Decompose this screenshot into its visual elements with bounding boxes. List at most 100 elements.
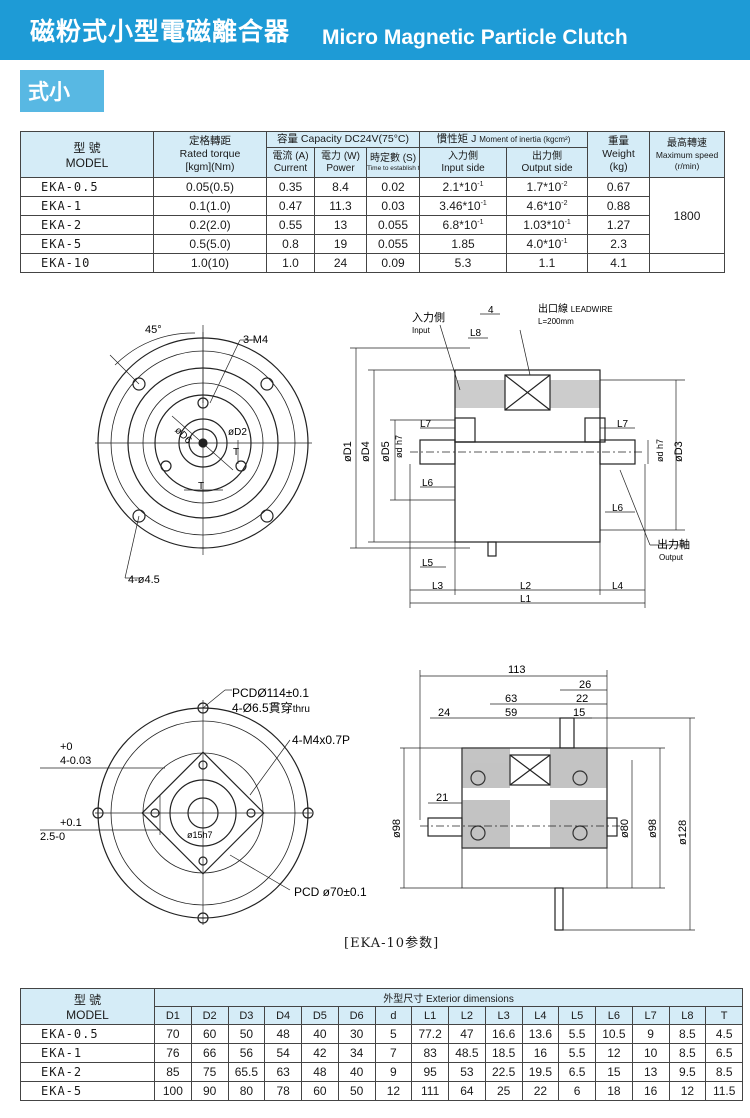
thru-label: 4-Ø6.5貫穿thru [232, 700, 310, 715]
dim-value-cell: 10.5 [595, 1024, 633, 1044]
dim-col-header: D6 [337, 1006, 376, 1025]
dim-col-header: L4 [521, 1006, 560, 1025]
dim-d128: ø128 [677, 820, 689, 845]
dim-value-cell: 8.5 [668, 1024, 707, 1044]
dim-model-cell: EKA-1 [20, 1043, 155, 1063]
input-inertia-cell: 2.1*10-1 [419, 177, 508, 197]
dim-value-cell: 48 [301, 1062, 339, 1082]
dim-value-cell: 12 [668, 1081, 707, 1101]
dim-col-header: L6 [595, 1006, 633, 1025]
dim-value-cell: 30 [337, 1024, 376, 1044]
header-time: 時定數 (S)Time to establish torque [365, 147, 421, 178]
dim-value-cell: 11.5 [705, 1081, 744, 1101]
dim-value-cell: 9 [374, 1062, 413, 1082]
dim-value-cell: 80 [227, 1081, 266, 1101]
l5-label: L5 [422, 558, 434, 569]
time-cell: 0.055 [365, 215, 421, 235]
bore-label: ø15h7 [187, 830, 213, 840]
title-banner: 磁粉式小型電磁離合器 Micro Magnetic Particle Clutc… [0, 0, 750, 60]
power-cell: 24 [314, 253, 367, 273]
dim-col-header: D5 [301, 1006, 339, 1025]
dim-value-cell: 6.5 [558, 1062, 596, 1082]
dim-value-cell: 42 [301, 1043, 339, 1063]
l7-right-label: L7 [617, 419, 629, 430]
input-en-label: Input [412, 326, 431, 335]
header-capacity: 容量 Capacity DC24V(75°C) [265, 131, 421, 148]
output-inertia-cell: 1.03*10-1 [506, 215, 589, 235]
max-speed-cell: 1800 [649, 177, 726, 254]
torque-cell: 0.1(1.0) [153, 196, 267, 216]
leadwire-label: 出口線 LEADWIRE [538, 302, 613, 315]
max-speed-empty-cell [649, 253, 726, 273]
dim-value-cell: 76 [154, 1043, 192, 1063]
dim-col-header: L5 [558, 1006, 596, 1025]
header-power: 電力 (W)Power [314, 147, 367, 178]
dim-value-cell: 22 [521, 1081, 560, 1101]
front-view-drawing: 45° 3-M4 øD6 øD2 T T 4-ø4.5 [95, 302, 690, 608]
dim-value-cell: 15 [595, 1062, 633, 1082]
dim-value-cell: 65.5 [227, 1062, 266, 1082]
weight-cell: 0.67 [587, 177, 651, 197]
time-cell: 0.055 [365, 234, 421, 254]
dim-value-cell: 5.5 [558, 1043, 596, 1063]
dim-value-cell: 10 [631, 1043, 670, 1063]
input-inertia-cell: 3.46*10-1 [419, 196, 508, 216]
dim-col-header: D1 [154, 1006, 192, 1025]
dim-value-cell: 9.5 [668, 1062, 707, 1082]
dim-value-cell: 48.5 [448, 1043, 486, 1063]
m4-holes-label: 3-M4 [243, 334, 268, 346]
tol1-upper: +0 [60, 741, 73, 753]
dim-value-cell: 50 [227, 1024, 266, 1044]
dim-value-cell: 95 [411, 1062, 449, 1082]
input-cn-label: 入力側 [412, 311, 445, 324]
dim-value-cell: 48 [264, 1024, 302, 1044]
model-cell: EKA-2 [20, 215, 154, 235]
dim-value-cell: 40 [301, 1024, 339, 1044]
current-cell: 0.47 [266, 196, 315, 216]
dim-22: 22 [576, 693, 588, 705]
t-label-bottom: T [198, 481, 204, 492]
l8-label: L8 [470, 328, 482, 339]
dim-value-cell: 63 [264, 1062, 302, 1082]
dim-d98-left: ø98 [391, 819, 403, 838]
eka10-caption: [EKA-10参数] [344, 936, 440, 951]
power-cell: 19 [314, 234, 367, 254]
m4x07-label: 4-M4x0.7P [292, 733, 350, 747]
power-cell: 8.4 [314, 177, 367, 197]
tol2-upper: +0.1 [60, 817, 82, 829]
dim-value-cell: 100 [154, 1081, 192, 1101]
leadwire-length: L=200mm [538, 317, 574, 326]
input-inertia-cell: 5.3 [419, 253, 508, 273]
l2-label: L2 [520, 581, 532, 592]
pcd70-label: PCD ø70±0.1 [294, 885, 367, 899]
dh7-right-label: ød h7 [655, 439, 665, 462]
dim-value-cell: 16 [631, 1081, 670, 1101]
model-cell: EKA-0.5 [20, 177, 154, 197]
l1-label: L1 [520, 594, 532, 605]
current-cell: 0.35 [266, 177, 315, 197]
holes-45-label: 4-ø4.5 [128, 574, 160, 586]
dim-63: 63 [505, 693, 517, 705]
tol2-lower: 2.5-0 [40, 831, 65, 843]
time-cell: 0.09 [365, 253, 421, 273]
dim-value-cell: 12 [374, 1081, 413, 1101]
input-inertia-cell: 6.8*10-1 [419, 215, 508, 235]
dim-d98-right: ø98 [647, 819, 659, 838]
model-cell: EKA-1 [20, 196, 154, 216]
section-badge: 式小 [20, 70, 104, 112]
weight-cell: 1.27 [587, 215, 651, 235]
title-cn: 磁粉式小型電磁離合器 [30, 17, 291, 46]
dim-value-cell: 34 [337, 1043, 376, 1063]
dim-value-cell: 6 [558, 1081, 596, 1101]
torque-cell: 0.5(5.0) [153, 234, 267, 254]
